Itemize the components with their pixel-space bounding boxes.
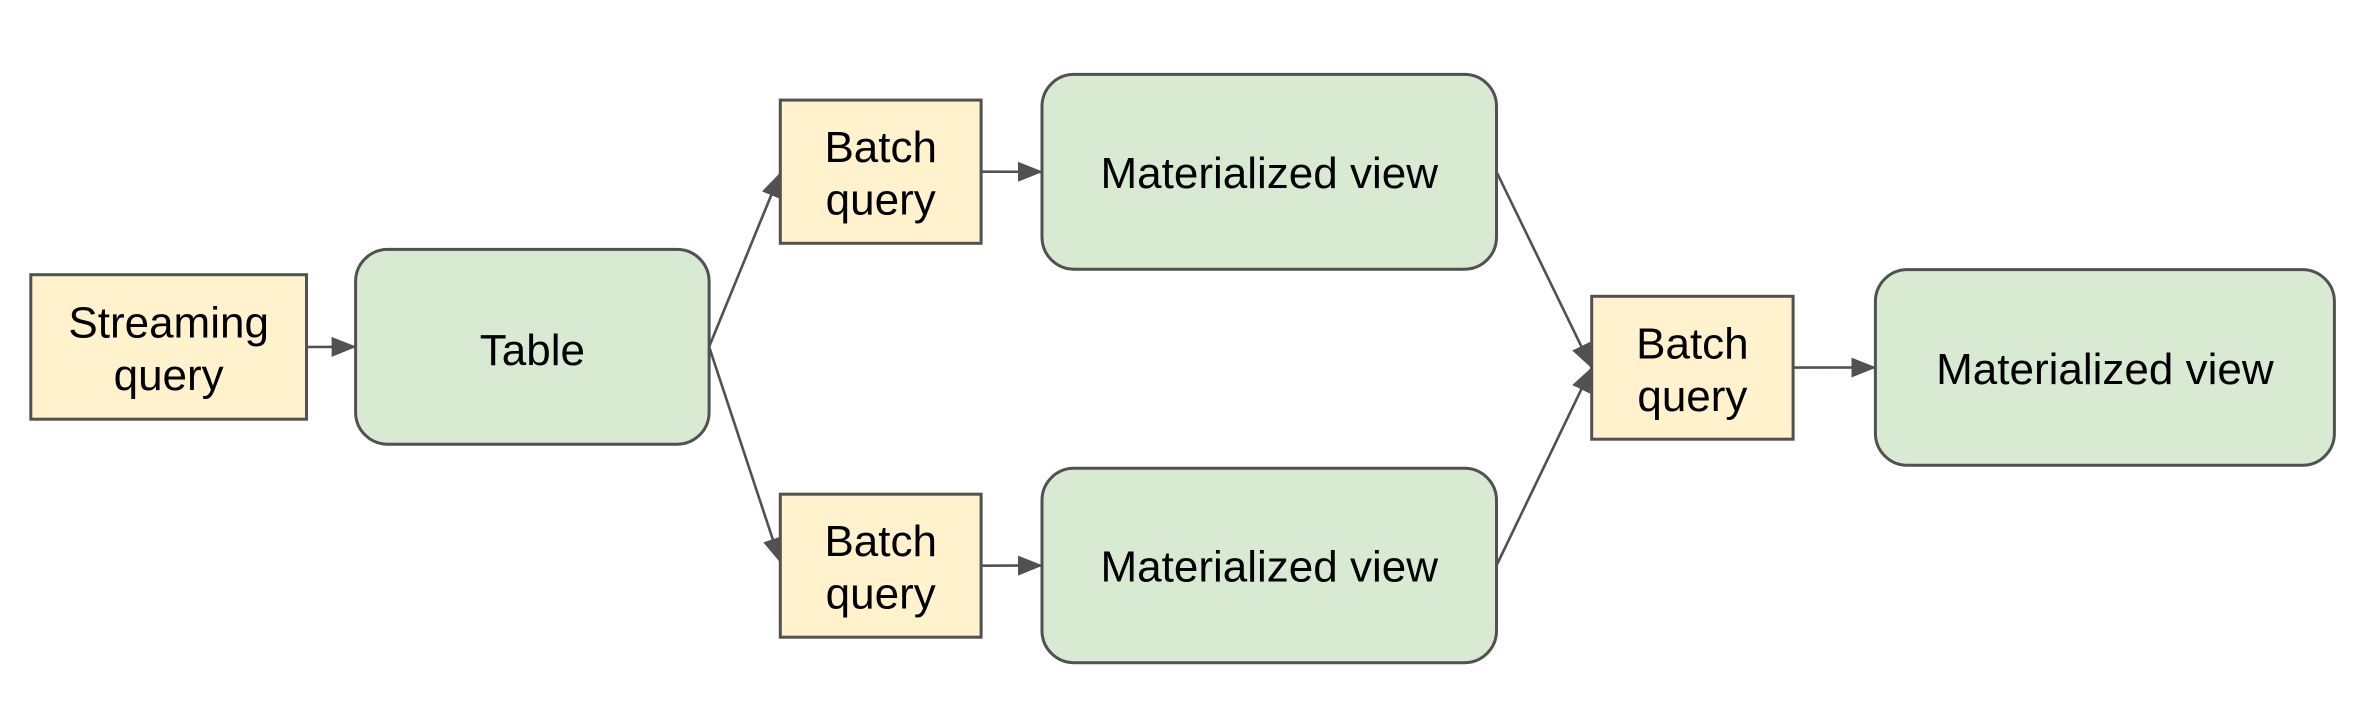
svg-text:Batch: Batch bbox=[824, 517, 937, 566]
svg-text:Materialized view: Materialized view bbox=[1101, 543, 1439, 592]
svg-text:Materialized view: Materialized view bbox=[1936, 345, 2274, 394]
svg-text:Batch: Batch bbox=[824, 123, 937, 172]
svg-text:Streaming: Streaming bbox=[68, 298, 269, 347]
svg-text:Table: Table bbox=[480, 326, 585, 375]
svg-text:query: query bbox=[1637, 372, 1747, 421]
svg-text:query: query bbox=[114, 351, 224, 400]
svg-text:Batch: Batch bbox=[1636, 319, 1749, 368]
svg-text:query: query bbox=[826, 176, 936, 225]
svg-text:Materialized view: Materialized view bbox=[1101, 149, 1439, 198]
svg-text:query: query bbox=[826, 570, 936, 619]
